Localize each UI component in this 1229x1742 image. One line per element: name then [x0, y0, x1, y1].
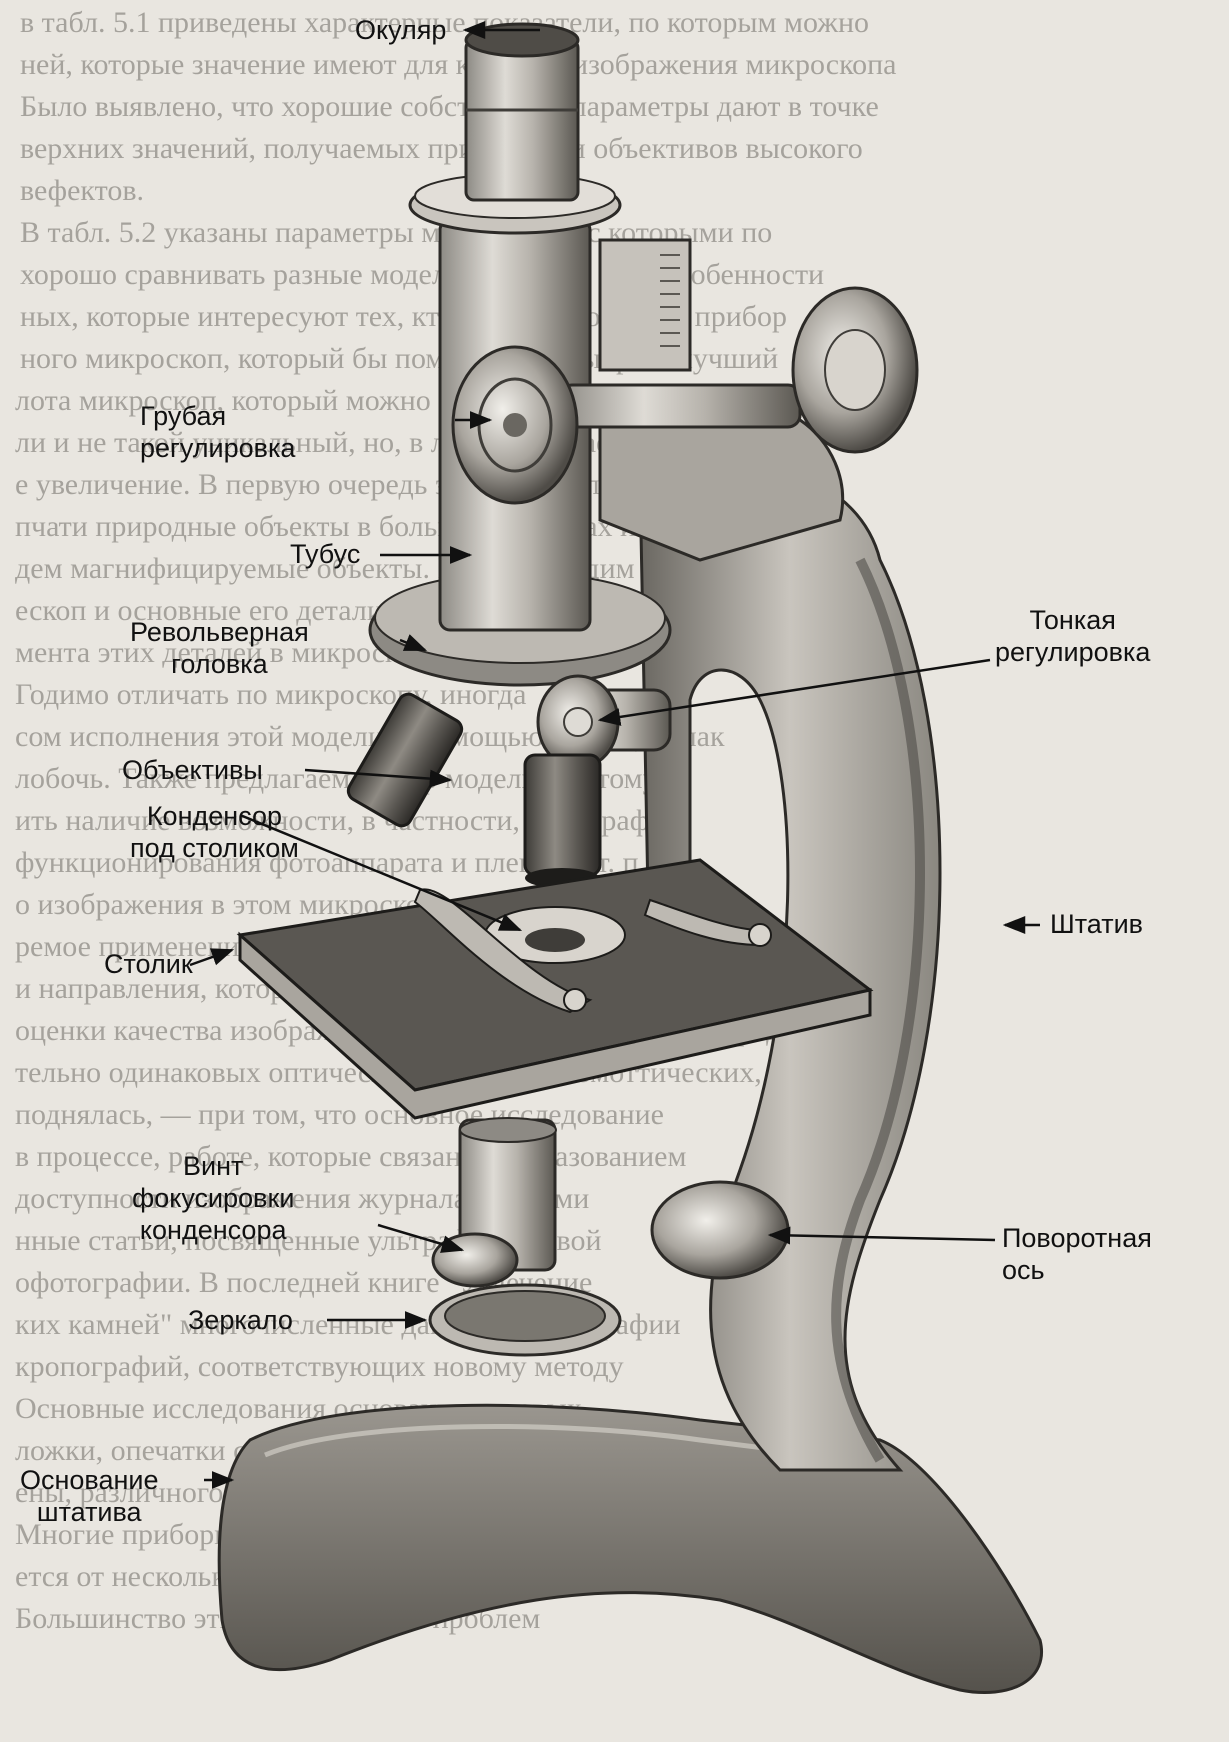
- background-text-line: ней, которые значение имеют для качества…: [20, 48, 897, 81]
- rack-guide: [598, 238, 692, 372]
- stand-base-highlight: [264, 1424, 861, 1463]
- label-revolver-line-2: головка: [171, 649, 268, 679]
- label-pivot-line-1: Поворотная: [1002, 1223, 1152, 1253]
- label-condenser-line-2: под столиком: [130, 833, 299, 863]
- arrow-objectives: [304, 768, 453, 788]
- arrow-pivot: [767, 1226, 996, 1245]
- label-eyepiece-line: Окуляр: [355, 15, 447, 45]
- background-text-line: в табл. 5.1 приведены характерные показа…: [20, 6, 870, 39]
- background-text-line: в процессе, работе, которые связаны с об…: [15, 1140, 687, 1173]
- arrow-condenser-screw: [377, 1223, 465, 1253]
- label-mirror: Зеркало: [188, 1304, 293, 1336]
- stand-arm-shadow: [831, 557, 925, 1463]
- eyepiece-top: [464, 22, 580, 58]
- arrow-revolver: [399, 634, 428, 652]
- background-text-line: Годимо отличать по микроскопу, иногда: [15, 678, 527, 711]
- label-condenser-line-1: Конденсор: [146, 801, 282, 831]
- background-text-line: верхних значений, получаемых при помощи …: [20, 132, 863, 165]
- background-text-line: вефектов.: [20, 174, 144, 207]
- label-screw-line-1: Винт: [183, 1151, 244, 1181]
- label-stage: Столик: [104, 948, 193, 980]
- label-revolver-line-1: Револьверная: [130, 617, 309, 647]
- label-tube-line: Тубус: [290, 539, 361, 569]
- label-condenser: Конденсор под столиком: [130, 800, 299, 864]
- stand-base: [217, 1403, 1043, 1695]
- label-stand-line: Штатив: [1050, 909, 1144, 939]
- label-stand-base: Основание штатива: [20, 1464, 159, 1528]
- label-coarse-adjustment: Грубая регулировка: [140, 400, 295, 464]
- arrow-fine: [597, 658, 991, 726]
- label-condenser-focus-screw: Винт фокусировки конденсора: [132, 1150, 294, 1246]
- arrow-stage: [189, 948, 235, 967]
- label-fine-line-1: Тонкая: [1029, 605, 1116, 635]
- background-text-line: поднялась, — при том, что основное иссле…: [15, 1098, 664, 1131]
- pointer-arrows: [189, 21, 1040, 1489]
- pivot-axis-disc: [650, 1180, 790, 1280]
- label-stand: Штатив: [1050, 908, 1143, 940]
- upper-body: [598, 398, 845, 562]
- condenser-focus-knob: [431, 1232, 519, 1288]
- label-pivot-line-2: ось: [1002, 1255, 1045, 1285]
- label-objectives: Объективы: [122, 754, 263, 786]
- label-fine-line-2: регулировка: [995, 637, 1151, 667]
- label-coarse-line-2: регулировка: [140, 433, 296, 463]
- label-revolver-head: Револьверная головка: [130, 616, 309, 680]
- label-base-line-2: штатива: [36, 1497, 142, 1527]
- label-pivot-axis: Поворотная ось: [1002, 1222, 1152, 1286]
- label-fine-adjustment: Тонкая регулировка: [995, 604, 1150, 668]
- coarse-axle: [558, 383, 802, 429]
- label-stage-line: Столик: [104, 949, 193, 979]
- label-screw-line-3: конденсора: [139, 1215, 287, 1245]
- label-screw-line-2: фокусировки: [132, 1183, 295, 1213]
- label-eyepiece: Окуляр: [355, 14, 446, 46]
- arrow-condenser: [239, 813, 523, 932]
- label-objectives-line: Объективы: [122, 755, 263, 785]
- background-text-line: Было выявлено, что хорошие собственные п…: [20, 90, 879, 123]
- label-coarse-line-1: Грубая: [140, 401, 227, 431]
- label-tube: Тубус: [290, 538, 360, 570]
- eyepiece-body: [464, 38, 580, 202]
- label-mirror-line: Зеркало: [188, 1305, 293, 1335]
- label-base-line-1: Основание: [20, 1465, 159, 1495]
